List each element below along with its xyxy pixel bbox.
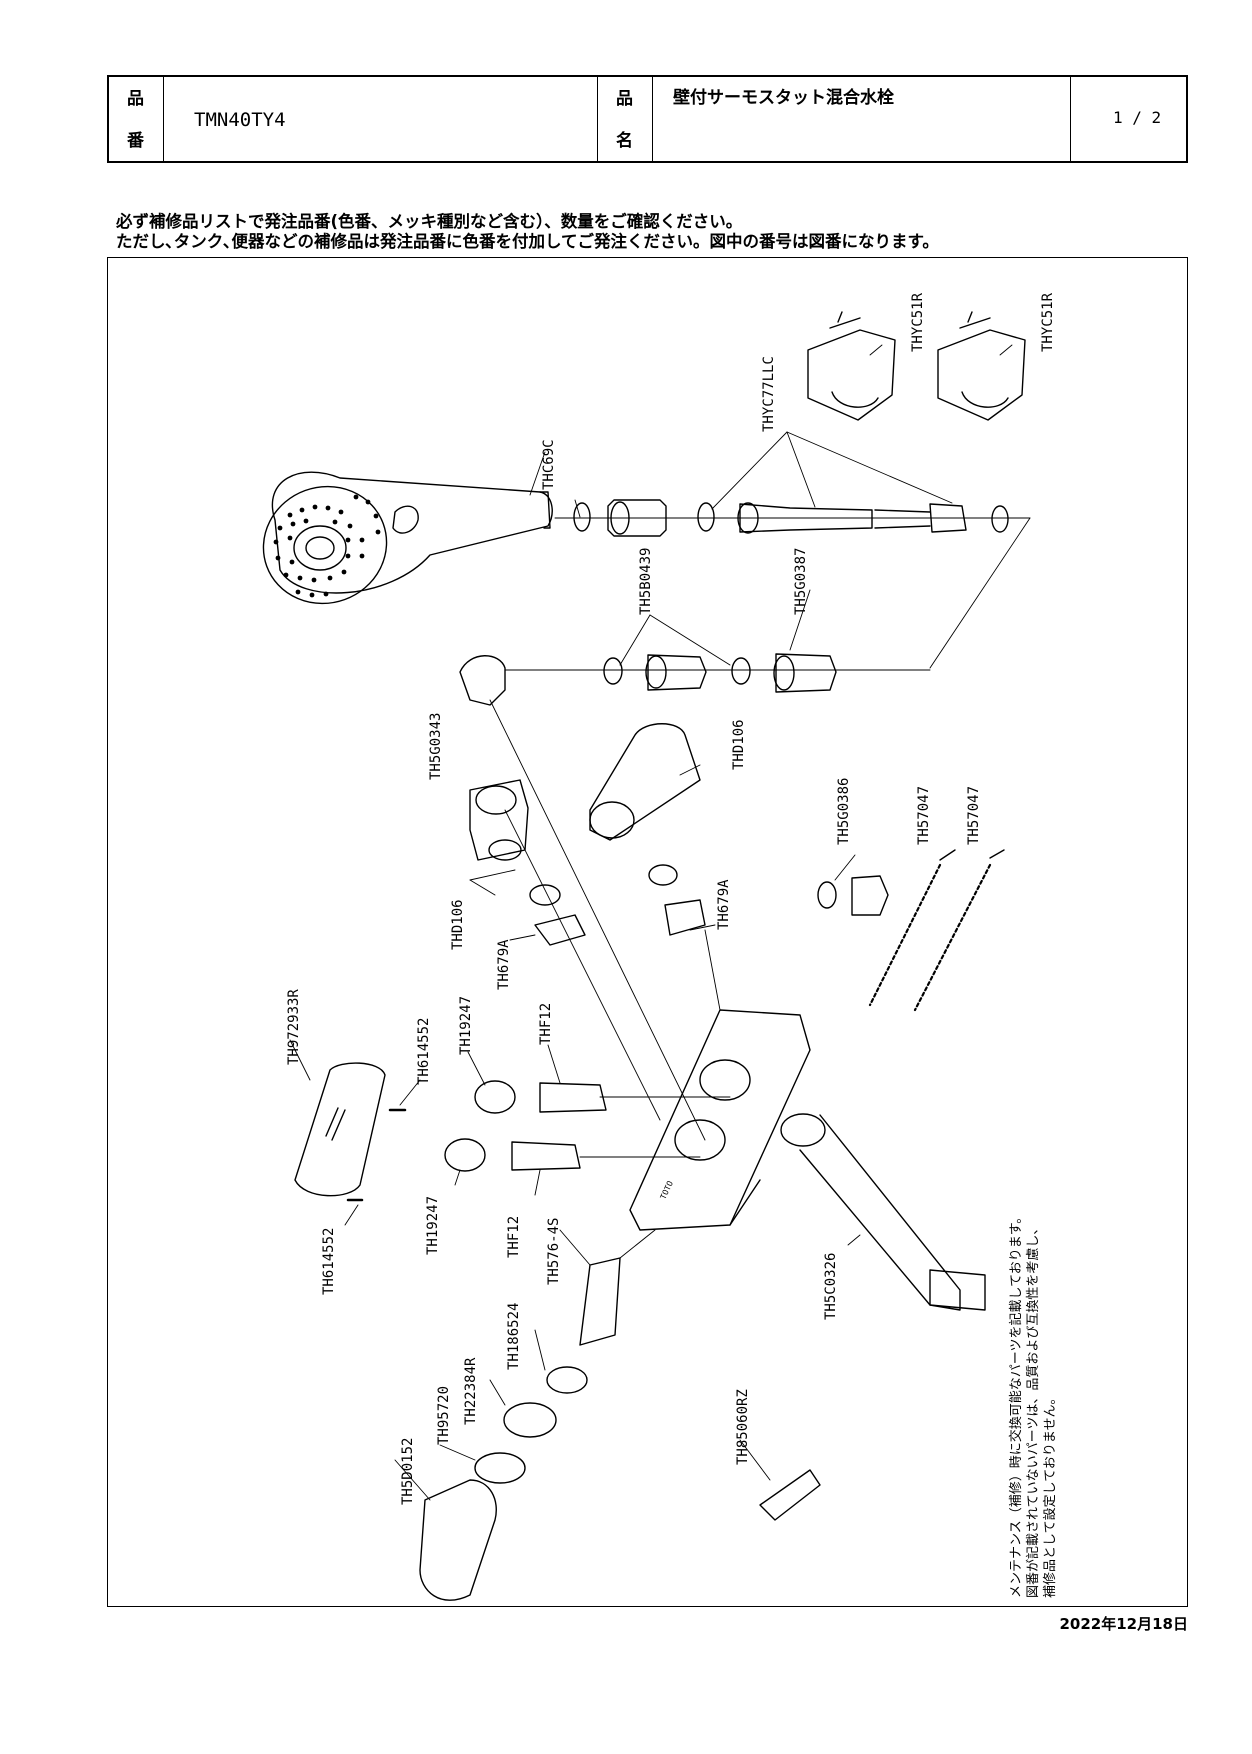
- shower-head: [262, 471, 553, 605]
- chain-left: [868, 863, 942, 1007]
- outlet-left: [469, 779, 586, 946]
- note-line-1: 必ず補修品リストで発注品番(色番、メッキ種別など含む）、数量をご確認ください。: [116, 212, 743, 231]
- hin-ban-label-bottom: 番: [127, 131, 144, 151]
- label-th5g0343: TH5G0343: [428, 713, 444, 780]
- product-name-cell: 壁付サーモスタット混合水栓: [653, 77, 1071, 161]
- temperature-cover: [294, 1062, 386, 1197]
- hin-ban-label-cell: 品 番: [109, 77, 164, 161]
- spout: [780, 1113, 986, 1311]
- label-th19247-top: TH19247: [458, 996, 474, 1055]
- label-th85060rz: TH85060RZ: [735, 1389, 751, 1465]
- product-name: 壁付サーモスタット混合水栓: [673, 88, 894, 108]
- key-tool: [759, 1469, 821, 1521]
- product-code-cell: TMN40TY4: [164, 77, 598, 161]
- product-code: TMN40TY4: [194, 109, 286, 131]
- maintenance-note: メンテナンス（補修）時に交換可能なパーツを記載しております。 図番が記載されてい…: [1008, 1211, 1058, 1598]
- outlet-right: [589, 723, 706, 936]
- label-th186524: TH186524: [506, 1303, 522, 1370]
- thermo-cartridge: [579, 1257, 621, 1346]
- label-th5g0387: TH5G0387: [793, 548, 809, 615]
- label-thyc51r-left: THYC51R: [910, 292, 926, 352]
- mixer-body: [629, 1009, 811, 1231]
- label-th5b0439: TH5B0439: [638, 548, 654, 615]
- hin-mei-label-bottom: 名: [616, 131, 633, 151]
- label-th679a-left: TH679A: [496, 939, 512, 990]
- title-block: 品 番 TMN40TY4 品 名 壁付サーモスタット混合水栓 1 / 2: [107, 75, 1188, 163]
- label-th5g0386: TH5G0386: [836, 778, 852, 845]
- maintenance-note-line-1: メンテナンス（補修）時に交換可能なパーツを記載しております。: [1008, 1211, 1024, 1598]
- note-line-2: ただし､タンク､便器などの補修品は発注品番に色番を付加してご発注ください。図中の…: [116, 232, 939, 251]
- label-th19247-bottom: TH19247: [425, 1196, 441, 1255]
- chain-right: [913, 863, 992, 1012]
- page-number: 1 / 2: [1113, 108, 1162, 127]
- label-th57047-left: TH57047: [916, 786, 932, 845]
- body-logo: TOTO: [659, 1179, 675, 1200]
- label-th614552-top: TH614552: [416, 1018, 432, 1085]
- nozzle-dots: [273, 494, 381, 598]
- holder-right: [937, 311, 1026, 421]
- leader-lines: [289, 344, 1031, 1501]
- control-handle: [419, 1479, 497, 1601]
- label-th5d0152: TH5D0152: [400, 1438, 416, 1505]
- label-th576-4s: TH576-4S: [546, 1218, 562, 1285]
- issue-date: 2022年12月18日: [1059, 1615, 1189, 1633]
- maintenance-note-line-2: 図番が記載されていないパーツは、品質および互換性を考慮し、: [1025, 1222, 1041, 1598]
- hin-mei-label-cell: 品 名: [598, 77, 653, 161]
- label-th614552-bottom: TH614552: [321, 1228, 337, 1295]
- maintenance-note-line-3: 補修品として設定しておりません。: [1042, 1392, 1058, 1598]
- adapter-row: [603, 653, 837, 693]
- label-th5c0326: TH5C0326: [823, 1253, 839, 1320]
- label-th57047-right: TH57047: [966, 786, 982, 845]
- label-th972933r: TH972933R: [286, 989, 302, 1065]
- nut: [851, 875, 889, 916]
- label-thyc51r-right: THYC51R: [1040, 292, 1056, 352]
- label-thd106-left: THD106: [450, 899, 466, 950]
- hin-mei-label-top: 品: [616, 89, 633, 109]
- label-thd106-right: THD106: [731, 719, 747, 770]
- label-thf12-top: THF12: [538, 1003, 554, 1045]
- label-thc69c: THC69C: [541, 439, 557, 490]
- elbow-fitting: [459, 655, 506, 706]
- label-thyc77llc: THYC77LLC: [761, 356, 777, 432]
- label-thf12-bottom: THF12: [506, 1216, 522, 1258]
- label-th22384r: TH22384R: [463, 1357, 479, 1425]
- page-cell: 1 / 2: [1071, 77, 1186, 161]
- label-th679a-right: TH679A: [716, 879, 732, 930]
- holder-left: [807, 311, 896, 421]
- label-th95720: TH95720: [436, 1386, 452, 1445]
- drawing-frame: [107, 257, 1188, 1607]
- hin-ban-label-top: 品: [127, 89, 144, 109]
